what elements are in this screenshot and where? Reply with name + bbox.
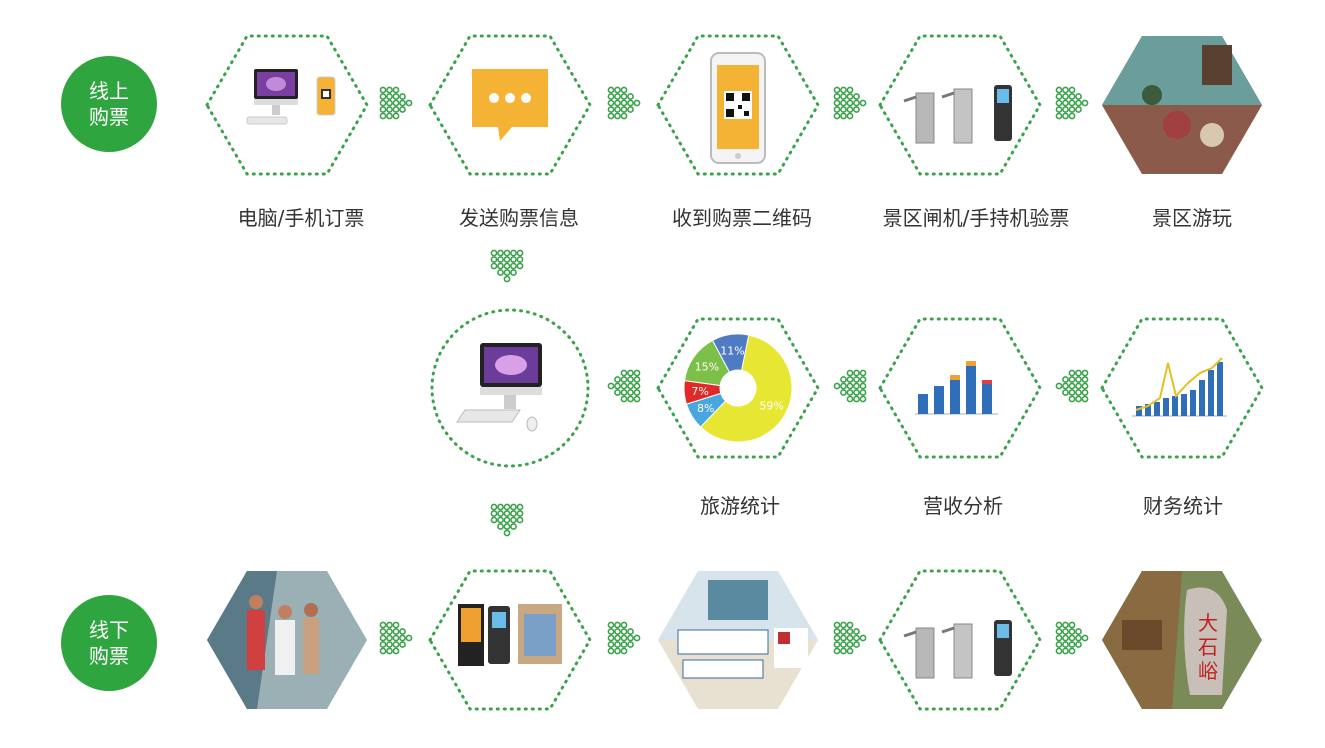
computer-phone-icon (246, 69, 336, 125)
arrow-right (833, 86, 867, 120)
hex-crowd (207, 571, 367, 709)
online-badge: 线上 购票 (61, 56, 157, 152)
pie-label: 59% (759, 400, 783, 413)
bar-chart-icon (915, 361, 998, 415)
kiosk-terminal-icon (458, 604, 562, 666)
step-label-book: 电脑/手机订票 (237, 206, 365, 230)
turnstile-icon (903, 85, 1012, 144)
hex-scenic (1102, 36, 1262, 174)
hex-computer-phone (205, 34, 369, 176)
pie-label: 8% (697, 402, 714, 415)
offline-badge: 线下 购票 (61, 595, 157, 691)
pie-label: 11% (720, 344, 744, 357)
hex-qr-phone (656, 34, 820, 176)
svg-text:峪: 峪 (1198, 659, 1218, 683)
pie-label: 7% (691, 385, 708, 398)
arrow-left (1055, 369, 1089, 403)
arrow-right (1055, 86, 1089, 120)
arrow-right (607, 621, 641, 655)
pie-slice (699, 334, 793, 443)
pie-slice (711, 333, 750, 373)
arrow-left (607, 369, 641, 403)
hex-turnstile (878, 34, 1042, 176)
line-bar-chart-icon (1132, 357, 1227, 417)
arrow-right (379, 621, 413, 655)
arrow-left (833, 369, 867, 403)
chat-bubble-icon (472, 69, 548, 141)
hex-ticket (658, 571, 818, 709)
hex-bar (878, 317, 1042, 459)
stat-label-revenue: 营收分析 (923, 494, 1003, 518)
crowd-photo-icon (207, 571, 367, 709)
desktop-computer-icon (456, 343, 542, 432)
step-label-send-info: 发送购票信息 (459, 206, 579, 230)
hex-line-bar (1100, 317, 1264, 459)
step-label-visit: 景区游玩 (1152, 206, 1232, 230)
hex-rock: 大 石 峪 (1102, 571, 1262, 709)
hex-pie: 59% 8% 7% 15%11% (656, 317, 820, 459)
step-label-qr: 收到购票二维码 (672, 206, 812, 230)
stat-label-travel: 旅游统计 (700, 494, 780, 518)
qr-phone-icon (710, 52, 766, 164)
stat-label-finance: 财务统计 (1143, 494, 1223, 518)
arrow-right (1055, 621, 1089, 655)
hex-chat (428, 34, 592, 176)
svg-text:大: 大 (1198, 611, 1218, 635)
arrow-right (607, 86, 641, 120)
arrow-right (379, 86, 413, 120)
pie-label: 15% (695, 360, 719, 373)
arrow-down (490, 503, 524, 537)
ticket-photo-icon (658, 571, 818, 709)
arrow-right (833, 621, 867, 655)
circle-computer (430, 308, 590, 468)
step-label-verify: 景区闸机/手持机验票 (882, 206, 1070, 230)
arrow-down (490, 249, 524, 283)
scenic-photo-icon (1102, 36, 1262, 174)
pie-chart-icon: 59% 8% 7% 15%11% (683, 333, 793, 443)
hex-turnstile-2 (878, 569, 1042, 711)
svg-text:石: 石 (1198, 635, 1218, 659)
rock-photo-icon: 大 石 峪 (1102, 571, 1262, 709)
turnstile-icon (903, 620, 1012, 679)
hex-kiosk (428, 569, 592, 711)
